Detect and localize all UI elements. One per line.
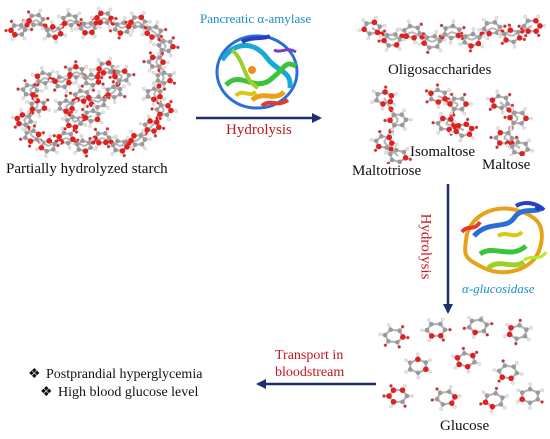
glucose-label: Glucose <box>440 418 490 434</box>
maltose-molecule-icon <box>485 89 535 156</box>
outcome-text: Postprandial hyperglycemia <box>46 367 203 382</box>
maltotriose-label: Maltotriose <box>352 163 422 179</box>
diamond-bullet-icon: ❖ <box>40 385 53 400</box>
enzyme2-label: α-glucosidase <box>462 281 535 296</box>
oligosaccharides-molecule-icon <box>357 14 546 55</box>
transport-label-line1: Transport in <box>275 348 344 363</box>
enzyme1-label: Pancreatic α-amylase <box>200 11 312 26</box>
diamond-bullet-icon: ❖ <box>28 367 41 382</box>
starch-label: Partially hydrolyzed starch <box>6 161 168 177</box>
isomaltose-label: Isomaltose <box>410 144 475 160</box>
oligosaccharides-label: Oligosaccharides <box>388 62 492 78</box>
outcome-item: ❖ High blood glucose level <box>28 384 202 402</box>
alpha-glucosidase-protein-icon <box>460 201 548 275</box>
glucose-molecules-icon <box>378 316 544 414</box>
maltose-label: Maltose <box>482 157 531 173</box>
hydrolysis2-label: Hydrolysis <box>417 213 434 280</box>
hydrolysis1-label: Hydrolysis <box>226 122 292 138</box>
outcome-list: ❖ Postprandial hyperglycemia ❖ High blood … <box>28 366 202 402</box>
maltotriose-molecule-icon <box>369 85 413 164</box>
transport-label-line2: bloodstream <box>275 365 345 380</box>
outcome-text: High blood glucose level <box>58 385 199 400</box>
outcome-item: ❖ Postprandial hyperglycemia <box>28 366 202 384</box>
isomaltose-molecule-icon <box>424 83 478 142</box>
alpha-amylase-protein-icon <box>215 34 299 110</box>
starch-molecule-icon <box>4 7 180 158</box>
